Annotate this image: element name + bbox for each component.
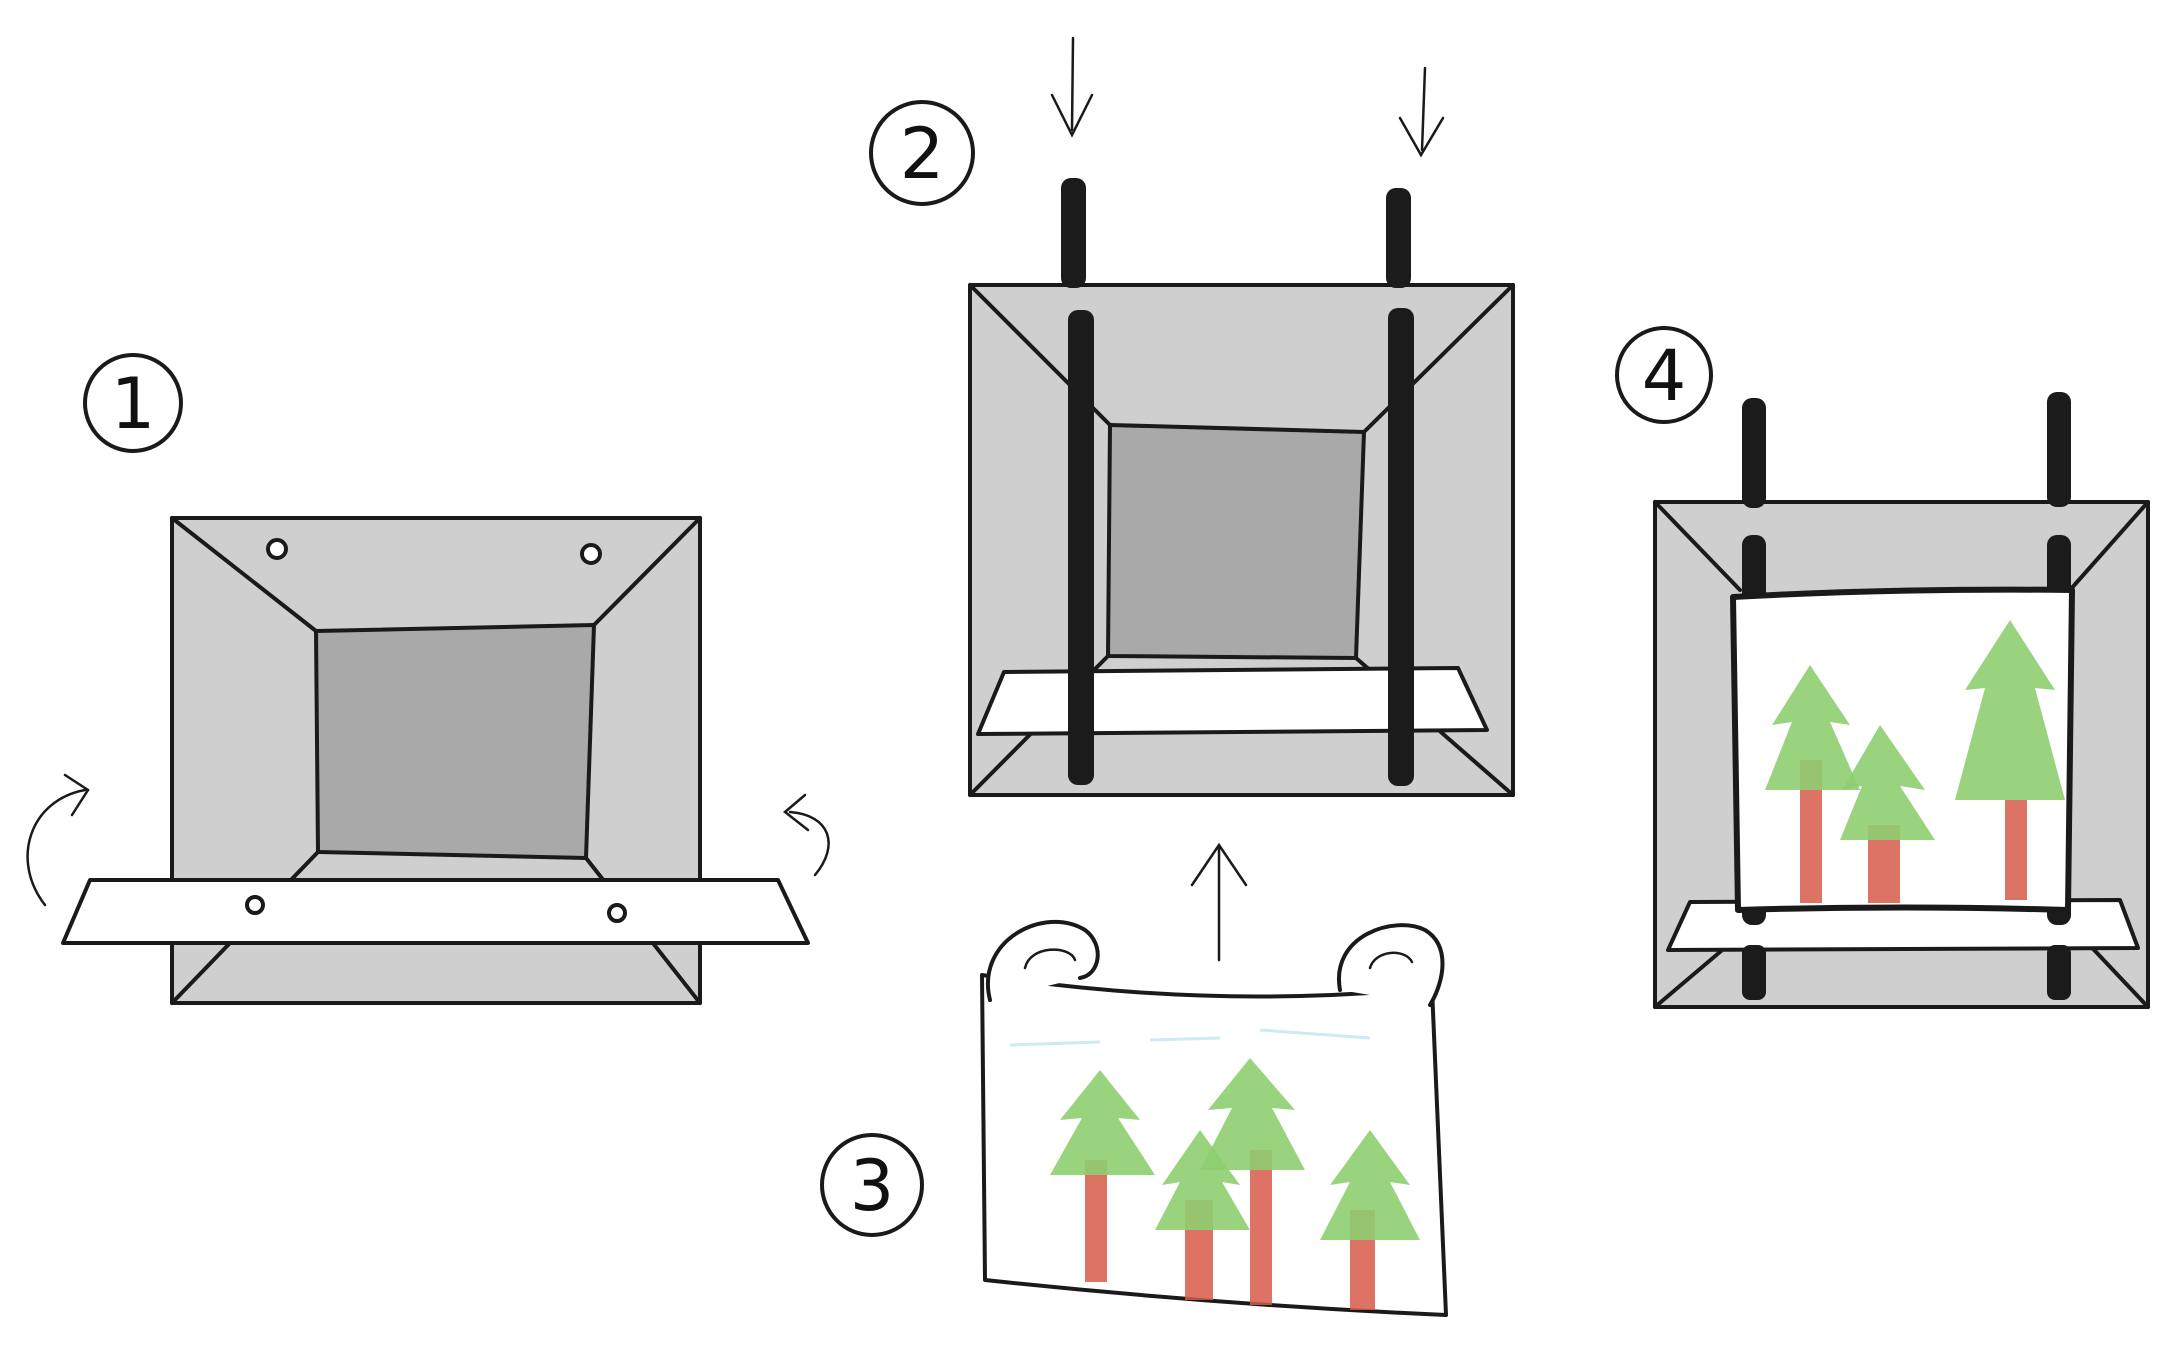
hole-icon: [245, 895, 265, 915]
down-arrow-left-icon: [1050, 36, 1094, 138]
step-2: 2: [869, 36, 1515, 962]
fold-up-arrow-right-icon: [783, 793, 830, 877]
step-3-badge: 3: [820, 1133, 924, 1237]
down-arrow-right-icon: [1398, 66, 1445, 158]
hole-icon: [607, 903, 627, 923]
step-4-number: 4: [1642, 335, 1687, 417]
rod-left: [1068, 310, 1094, 785]
scroll-curl-right: [1336, 923, 1445, 1007]
tree: [1155, 1130, 1250, 1300]
tree: [1200, 1058, 1305, 1305]
step-4-rods-top: [1742, 392, 2071, 508]
step-3: 3: [820, 919, 1448, 1317]
tree: [1840, 725, 1935, 903]
step-1: 1: [26, 353, 830, 1005]
tree: [1955, 620, 2065, 900]
step-2-rods: [1061, 178, 1414, 786]
step-4: 4: [1615, 326, 2150, 1009]
step-2-number: 2: [900, 113, 945, 195]
step-3-number: 3: [850, 1145, 895, 1227]
step-1-badge: 1: [83, 353, 183, 453]
step-2-badge: 2: [869, 100, 975, 206]
hole-icon: [266, 538, 288, 560]
hole-icon: [580, 543, 602, 565]
step-1-shelf: [61, 878, 810, 945]
tree: [1765, 665, 1860, 903]
hanging-drawing: [1730, 586, 2075, 913]
tree: [1320, 1130, 1420, 1310]
tree: [1050, 1070, 1155, 1282]
step-4-badge: 4: [1615, 326, 1713, 424]
rod-right: [1388, 308, 1414, 786]
up-arrow-icon: [1190, 842, 1248, 962]
step-2-shelf: [976, 666, 1489, 736]
step-1-number: 1: [111, 363, 156, 445]
scroll-curl-left: [986, 919, 1100, 1002]
rod-left-top: [1061, 178, 1086, 288]
scroll-drawing: [980, 919, 1448, 1317]
fold-up-arrow-left-icon: [26, 773, 90, 907]
rod-right-top: [1386, 188, 1411, 288]
